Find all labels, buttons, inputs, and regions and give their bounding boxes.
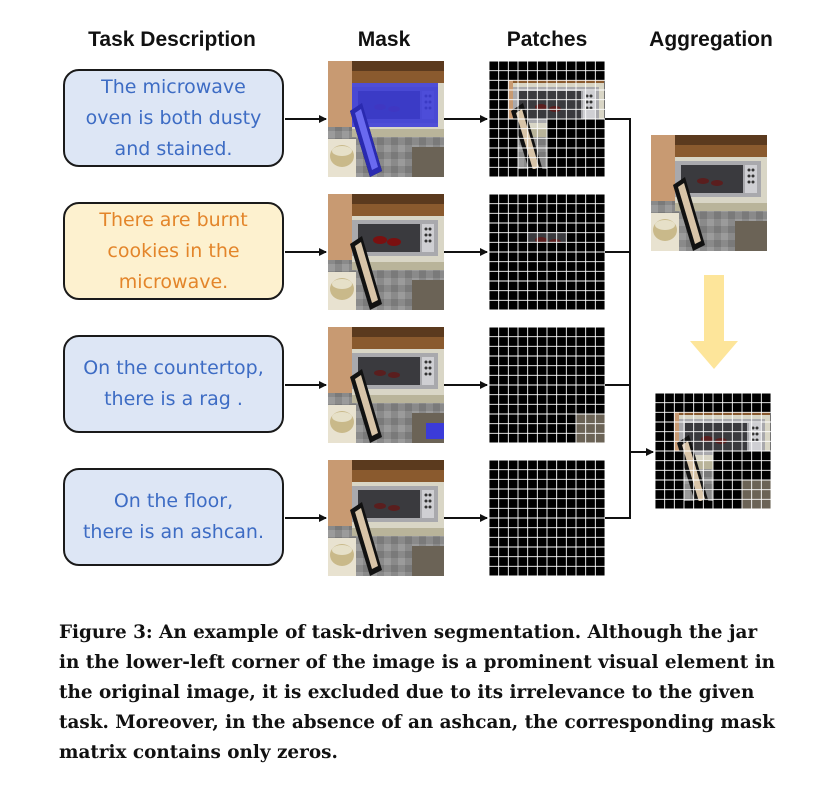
task-box-ashcan: On the floor, there is an ashcan. (63, 468, 284, 566)
patch-grid-rag (489, 327, 605, 443)
column-title-mask: Mask (357, 28, 411, 51)
mask-image-rag (328, 327, 444, 443)
arrow-down-icon (690, 275, 738, 369)
figure-caption: Figure 3: An example of task-driven segm… (59, 622, 776, 763)
patch-grid-microwave (489, 61, 605, 177)
mask-image-cookies (328, 194, 444, 310)
column-title-patches: Patches (506, 28, 588, 51)
patch-grid-cookies (489, 194, 605, 310)
task-box-rag: On the countertop, there is a rag . (63, 335, 284, 433)
connector-lines (285, 115, 654, 522)
patch-grid-ashcan (489, 460, 605, 576)
mask-image-microwave (328, 61, 444, 177)
column-title-task-description: Task Description (88, 28, 256, 51)
column-title-aggregation: Aggregation (649, 28, 773, 51)
task-box-microwave: The microwave oven is both dusty and sta… (63, 69, 284, 167)
aggregated-patch-grid (655, 393, 771, 509)
task-box-cookies: There are burnt cookies in the microwave… (63, 202, 284, 300)
